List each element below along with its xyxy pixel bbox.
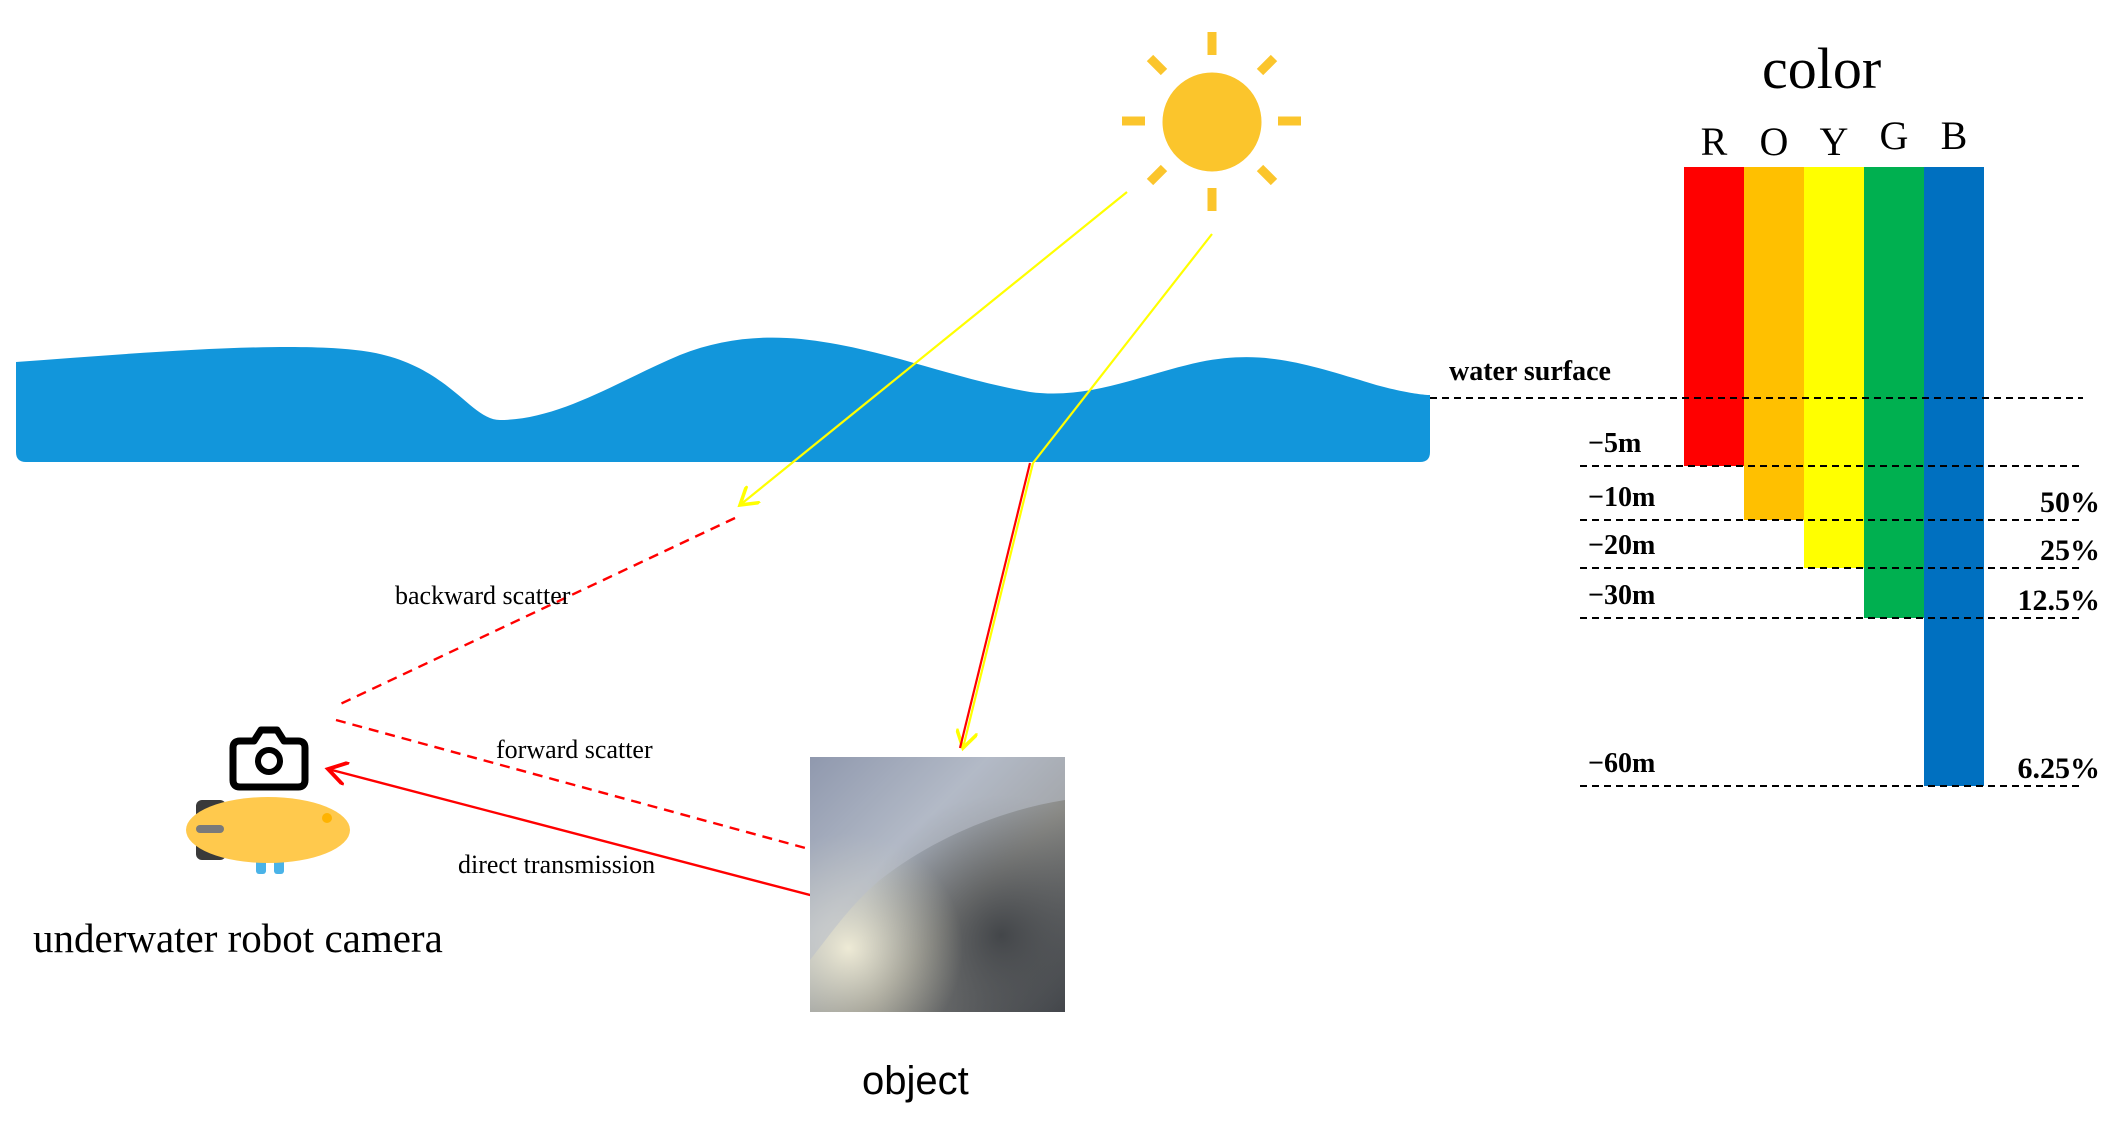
refracted-ray-red — [958, 462, 1032, 749]
backward-scatter-ray — [335, 516, 736, 708]
depth-percent-label: 6.25% — [2018, 752, 2101, 785]
depth-percent-label: 12.5% — [2018, 584, 2101, 617]
object-image — [810, 757, 1065, 1012]
sun-icon — [1122, 32, 1301, 211]
camera-caption: underwater robot camera — [33, 915, 443, 961]
forward-scatter-label: forward scatter — [496, 735, 653, 764]
color-letter-g: G — [1880, 113, 1909, 158]
color-letter-b: B — [1941, 113, 1968, 158]
depth-label: −10m — [1588, 482, 1655, 513]
depth-label: −5m — [1588, 428, 1641, 459]
depth-levels: −5m −10m 50% −20m 25% −30m 12.5% −60m 6.25% — [1580, 428, 2101, 787]
color-bar-o — [1744, 167, 1804, 520]
sunlight-ray-to-object — [1032, 233, 1213, 464]
water-surface-label: water surface — [1449, 356, 1611, 387]
color-letter-o: O — [1760, 119, 1789, 164]
object-caption: object — [862, 1059, 969, 1103]
depth-percent-label: 25% — [2040, 534, 2100, 567]
color-bar-b — [1924, 167, 1984, 786]
color-letter-y: Y — [1820, 119, 1849, 164]
color-panel-title: color — [1762, 36, 1881, 101]
water-waves — [16, 337, 1430, 462]
depth-label: −20m — [1588, 530, 1655, 561]
refracted-ray-yellow — [963, 462, 1035, 748]
depth-label: −60m — [1588, 748, 1655, 779]
depth-label: −30m — [1588, 580, 1655, 611]
color-bar-r — [1684, 167, 1744, 466]
underwater-robot-icon — [186, 797, 350, 874]
color-bar-g — [1864, 167, 1924, 618]
direct-transmission-ray — [328, 769, 899, 920]
color-bar-y — [1804, 167, 1864, 568]
camera-icon — [229, 726, 309, 791]
sunlight-ray-backscatter — [740, 191, 1128, 505]
color-letter-r: R — [1701, 119, 1728, 164]
backward-scatter-label: backward scatter — [395, 581, 571, 610]
depth-percent-label: 50% — [2040, 486, 2100, 519]
color-bars — [1684, 167, 1984, 786]
direct-transmission-label: direct transmission — [458, 850, 655, 879]
